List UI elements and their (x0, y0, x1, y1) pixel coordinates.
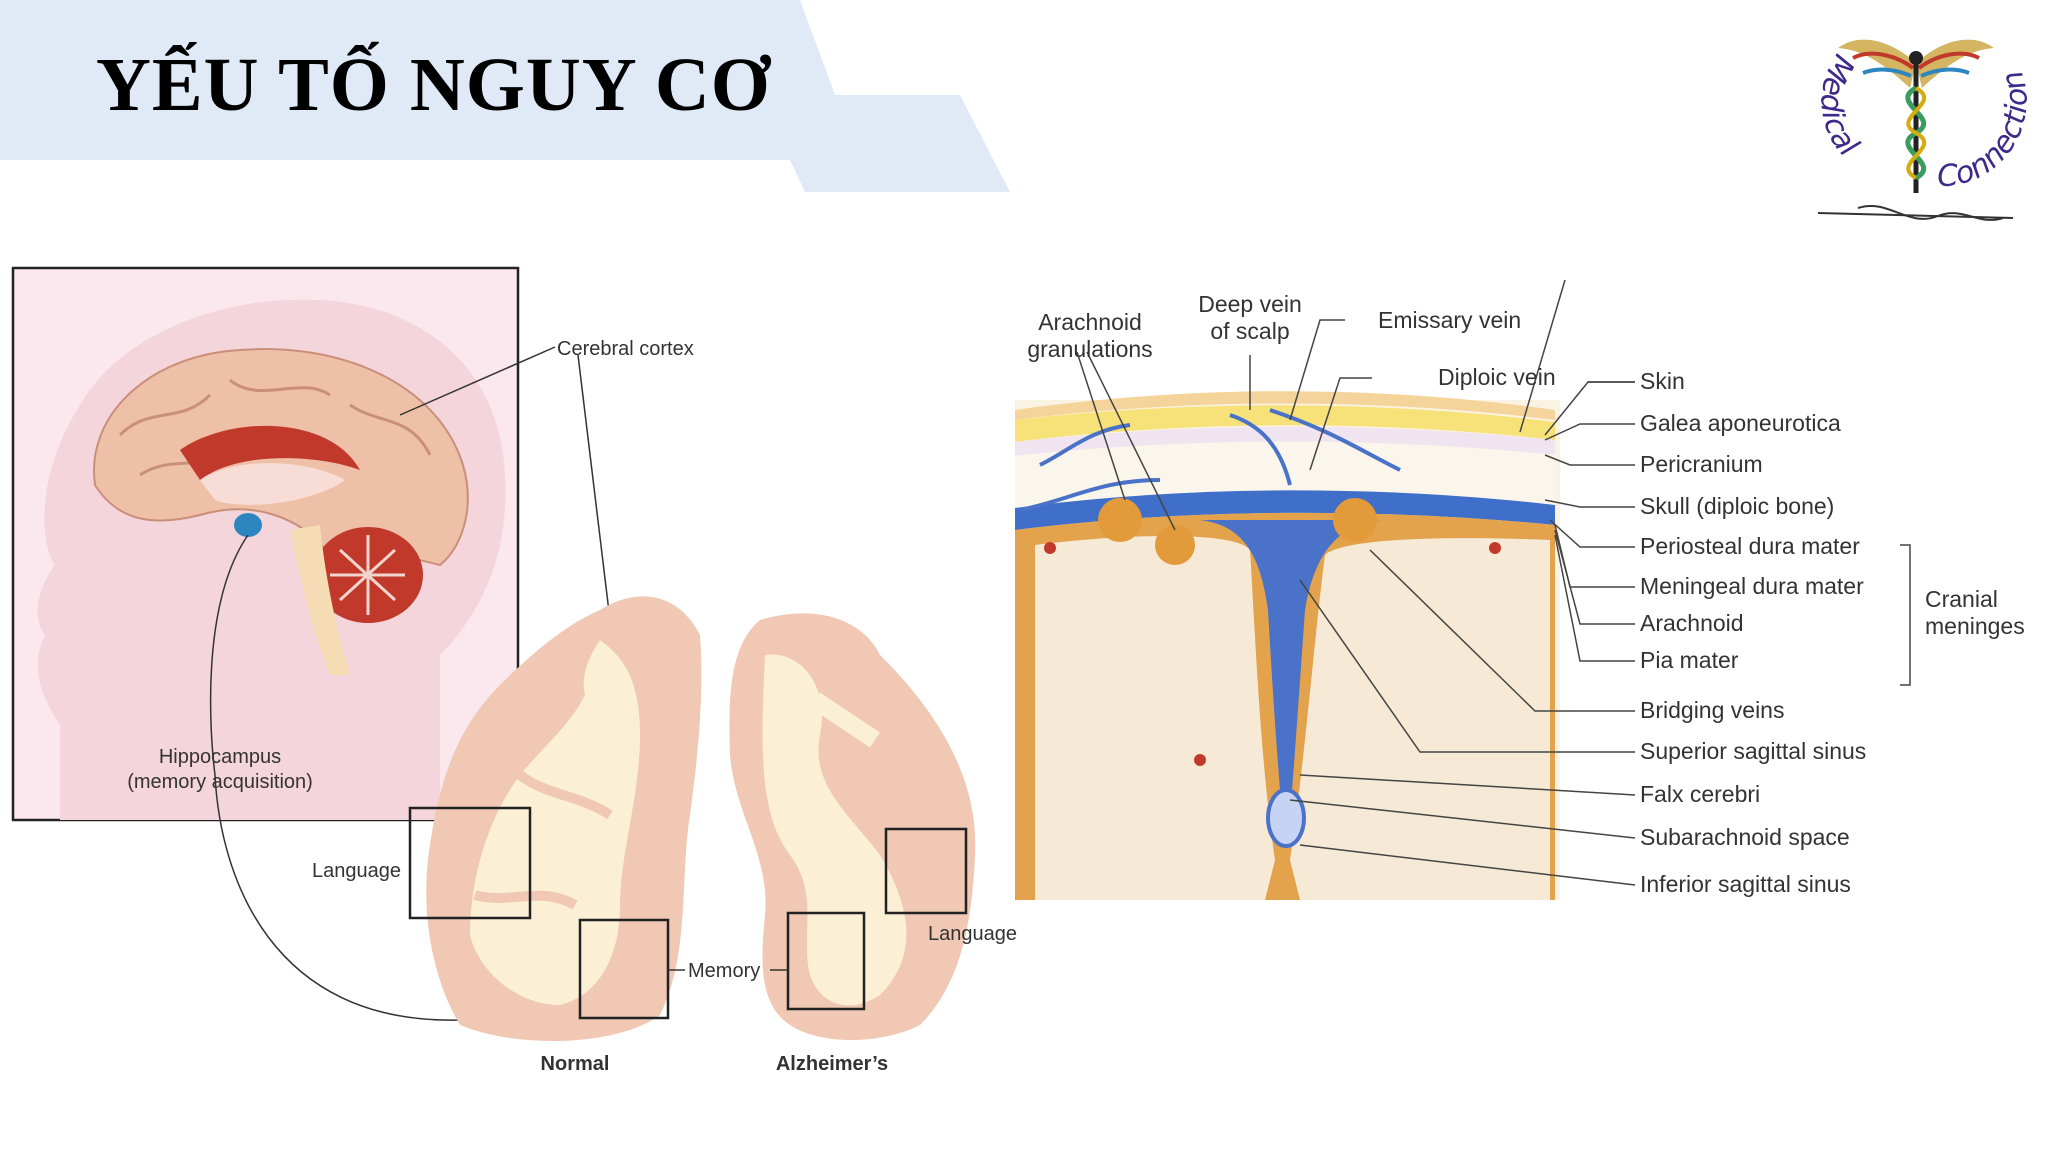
label-skull: Skull (diploic bone) (1640, 493, 1834, 519)
label-pericranium: Pericranium (1640, 451, 1763, 477)
label-meningeal-dura: Meningeal dura mater (1640, 573, 1864, 599)
caduceus-icon (1817, 39, 2014, 221)
label-periosteal-dura: Periosteal dura mater (1640, 533, 1860, 559)
logo-word-connection: Connection (1936, 67, 2034, 195)
label-cerebral-cortex: Cerebral cortex (557, 338, 694, 360)
label-arachnoid: Arachnoid (1640, 610, 1744, 636)
superior-sagittal-sinus (1200, 520, 1380, 790)
alzheimers-memory-box (786, 911, 866, 1011)
label-arachnoid-granulations-2: granulations (1027, 336, 1152, 362)
label-galea: Galea aponeurotica (1640, 410, 1841, 436)
label-bridging-veins: Bridging veins (1640, 697, 1784, 723)
label-emissary-vein: Emissary vein (1378, 307, 1521, 333)
meninges-leader-lines (1076, 280, 1911, 886)
label-deep-vein-2: of scalp (1210, 318, 1289, 344)
label-inferior-sagittal-sinus: Inferior sagittal sinus (1640, 871, 1851, 897)
label-hippocampus-sub: (memory acquisition) (127, 771, 313, 793)
meninges-cross-section (1015, 391, 1560, 900)
slide-title: YẾU TỐ NGUY CƠ (96, 43, 771, 127)
label-memory: Memory (688, 960, 760, 982)
label-superior-sagittal-sinus: Superior sagittal sinus (1640, 738, 1866, 764)
hippocampus (234, 513, 262, 537)
label-subarachnoid-space: Subarachnoid space (1640, 824, 1850, 850)
label-meninges: meninges (1925, 613, 2025, 639)
label-hippocampus: Hippocampus (159, 746, 281, 768)
label-alzheimers: Alzheimer’s (776, 1053, 888, 1075)
inferior-sagittal-sinus (1266, 788, 1306, 848)
svg-text:Medical: Medical (1813, 49, 1865, 165)
cranial-meninges-figure: Arachnoid granulations Deep vein of scal… (1015, 280, 2025, 900)
medical-connection-logo: Medical Connection (1813, 39, 2034, 221)
normal-memory-box (578, 918, 670, 1020)
label-falx-cerebri: Falx cerebri (1640, 781, 1760, 807)
right-label-list: Skin Galea aponeurotica Pericranium Skul… (1640, 368, 1866, 897)
label-normal: Normal (541, 1053, 610, 1075)
label-deep-vein-1: Deep vein (1198, 291, 1302, 317)
svg-text:Connection: Connection (1936, 67, 2034, 195)
alzheimer-brain-figure: Cerebral cortex Hippocampus (memory acqu… (11, 266, 1017, 1075)
label-pia-mater: Pia mater (1640, 647, 1739, 673)
label-cranial: Cranial (1925, 586, 1998, 612)
label-diploic-vein: Diploic vein (1438, 364, 1556, 390)
label-language-alzheimers: Language (928, 923, 1017, 945)
label-skin: Skin (1640, 368, 1685, 394)
normal-language-box (408, 806, 532, 920)
logo-word-medical: Medical (1813, 49, 1865, 165)
label-language-normal: Language (312, 860, 401, 882)
alzheimers-language-box (884, 827, 968, 915)
label-arachnoid-granulations-1: Arachnoid (1038, 309, 1142, 335)
title-banner (0, 0, 1010, 192)
